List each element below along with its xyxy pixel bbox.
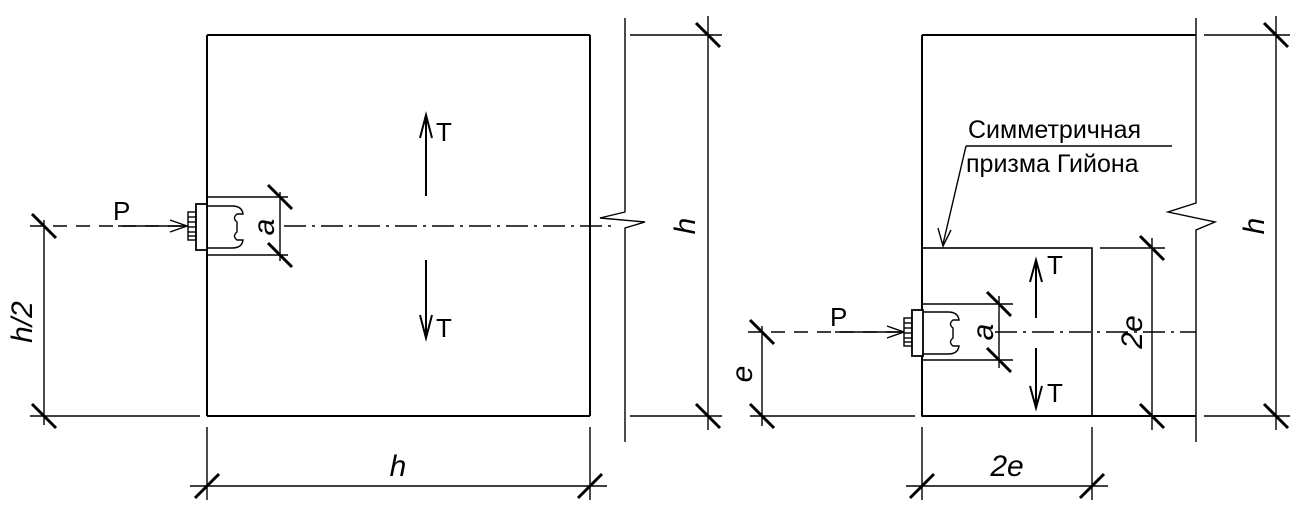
left-half-height-label: h/2 bbox=[6, 301, 39, 343]
left-anchor-plate bbox=[195, 203, 208, 251]
left-height-dimension: h bbox=[630, 16, 722, 430]
left-anchor: a bbox=[187, 183, 294, 269]
left-figure: P a T T bbox=[6, 16, 722, 500]
left-width-label: h bbox=[390, 450, 407, 483]
callout-text-line2: призма Гийона bbox=[966, 150, 1139, 178]
left-p-arrow-head bbox=[169, 219, 190, 233]
left-anchor-head bbox=[207, 205, 244, 249]
right-anchor: a bbox=[903, 290, 1013, 374]
left-tension-bottom-label: T bbox=[436, 313, 452, 343]
left-tension-top-label: T bbox=[436, 117, 452, 147]
right-tension-arrows: T T bbox=[1029, 250, 1063, 412]
right-break-line bbox=[1165, 18, 1218, 442]
right-prism-width-label: 2e bbox=[989, 450, 1023, 483]
right-tension-bottom-label: T bbox=[1047, 378, 1063, 408]
right-edge-label: e bbox=[726, 366, 759, 383]
right-tension-top-label: T bbox=[1047, 250, 1063, 280]
guyon-prism-callout: Симметричная призма Гийона bbox=[937, 116, 1172, 248]
right-height-label: h bbox=[1238, 218, 1271, 235]
left-half-height-dimension: h/2 bbox=[6, 212, 200, 430]
callout-leader-arrow bbox=[937, 227, 952, 248]
left-force-label: P bbox=[113, 196, 130, 226]
right-figure: P a T T Симмет bbox=[726, 16, 1290, 500]
left-height-label: h bbox=[669, 218, 702, 235]
right-force-label: P bbox=[830, 302, 847, 332]
right-edge-dimension: e bbox=[726, 318, 915, 430]
callout-text-line1: Симметричная bbox=[968, 116, 1141, 144]
right-anchor-head bbox=[923, 311, 960, 355]
left-anchor-dim-label: a bbox=[248, 219, 281, 236]
callout-leader bbox=[942, 145, 967, 245]
right-anchor-plate bbox=[911, 309, 924, 357]
right-height-dimension: h bbox=[1204, 16, 1290, 430]
right-prism-height-dimension: 2e bbox=[1100, 234, 1166, 430]
right-prism-width-dimension: 2e bbox=[906, 427, 1108, 500]
right-prism-height-label: 2e bbox=[1116, 315, 1149, 349]
left-width-dimension: h bbox=[190, 427, 607, 500]
right-anchor-dim-label: a bbox=[967, 324, 1000, 341]
left-tension-arrows: T T bbox=[419, 111, 452, 343]
left-break-line bbox=[599, 18, 646, 442]
